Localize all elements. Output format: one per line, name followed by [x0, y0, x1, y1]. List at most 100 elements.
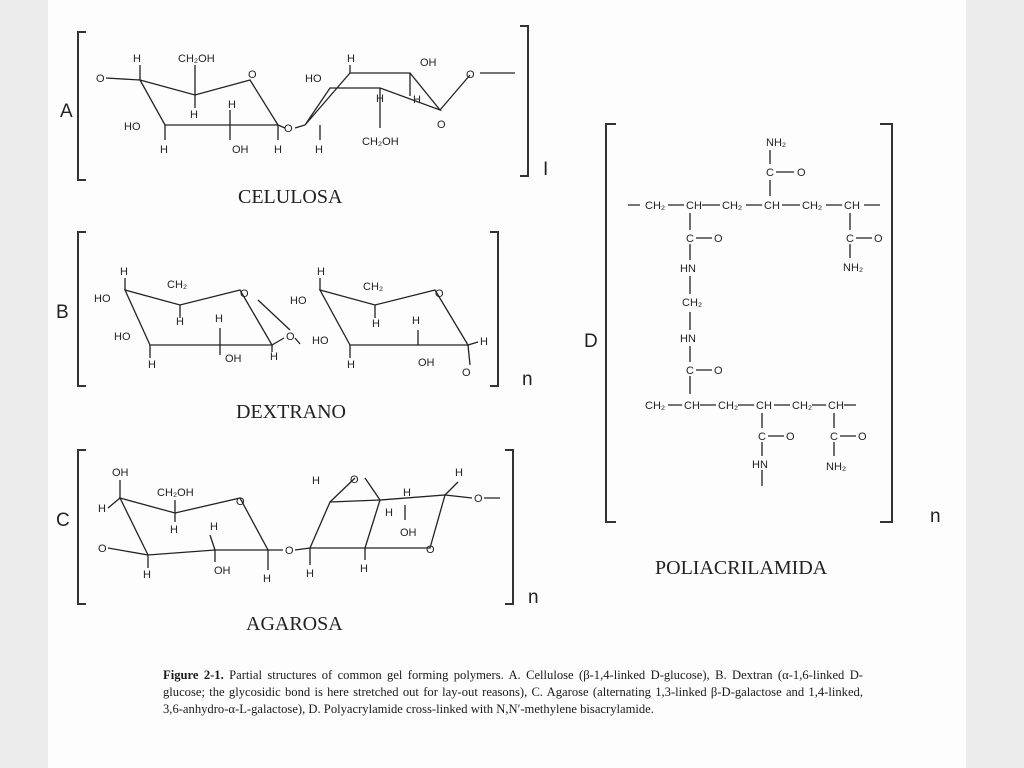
panel-letter-d: D	[584, 331, 598, 352]
figure-caption: Figure 2-1. Partial structures of common…	[163, 667, 863, 718]
oh-group: OH	[400, 527, 417, 539]
nh2-group: NH₂	[826, 461, 846, 473]
glycosidic-oxygen: O	[96, 73, 105, 85]
ch-group: CH	[828, 400, 844, 412]
ch2oh-group: CH₂OH	[157, 487, 194, 499]
atom-h: H	[347, 53, 355, 65]
bonds	[689, 213, 712, 394]
ch2oh-group: CH₂OH	[178, 53, 215, 65]
atom-h: H	[480, 336, 488, 348]
ch2-group: CH₂	[363, 281, 383, 293]
nh2-group: NH₂	[766, 137, 786, 149]
bracket-right	[880, 123, 893, 523]
dextran-structure: B n O H CH₂ HO H H HO H OH H O O H CH₂ H…	[56, 231, 533, 423]
panel-name-a: CELULOSA	[238, 186, 343, 208]
ch2-group: CH₂	[167, 279, 187, 291]
bonds	[319, 278, 479, 366]
oxygen: O	[858, 431, 867, 443]
ch-group: CH	[684, 400, 700, 412]
galactose-ring	[118, 496, 270, 556]
bonds	[761, 413, 856, 486]
oh-group: OH	[232, 144, 249, 156]
panel-name-c: AGAROSA	[246, 613, 343, 635]
ch2-group: CH₂	[722, 200, 742, 212]
oh-group: OH	[420, 57, 437, 69]
panel-letter-a: A	[60, 101, 73, 122]
ho-group: HO	[290, 295, 307, 307]
carbon: C	[766, 167, 774, 179]
carbon: C	[686, 365, 694, 377]
glycosidic-oxygen: O	[286, 331, 295, 343]
atom-h: H	[176, 316, 184, 328]
atom-h: H	[148, 359, 156, 371]
atom-h: H	[403, 487, 411, 499]
ch-group: CH	[764, 200, 780, 212]
atom-h: H	[360, 563, 368, 575]
oxygen: O	[797, 167, 806, 179]
glucose-ring	[318, 288, 470, 346]
atom-h: H	[190, 109, 198, 121]
ho-group: HO	[114, 331, 131, 343]
ch2-group: CH₂	[682, 297, 702, 309]
glycosidic-oxygen: O	[474, 493, 483, 505]
carbon: C	[686, 233, 694, 245]
bonds	[107, 480, 269, 570]
ring-oxygen: O	[462, 367, 471, 379]
ring-oxygen: O	[236, 496, 245, 508]
bonds	[139, 65, 279, 140]
ring-oxygen: O	[350, 474, 359, 486]
nh2-group: NH₂	[843, 262, 863, 274]
bonds	[319, 65, 515, 140]
ring-oxygen: O	[466, 69, 475, 81]
oh-group: OH	[112, 467, 129, 479]
atom-h: H	[372, 318, 380, 330]
atom-h: H	[143, 569, 151, 581]
atom-h: H	[160, 144, 168, 156]
ch2oh-group: CH₂OH	[362, 136, 399, 148]
atom-h: H	[263, 573, 271, 585]
atom-h: H	[274, 144, 282, 156]
glucose-ring	[123, 289, 274, 346]
repeat-subscript: n	[522, 369, 533, 390]
carbon: C	[846, 233, 854, 245]
ring-oxygen: O	[248, 69, 257, 81]
bracket-left	[77, 231, 86, 387]
cellulose-structure: A I O O H CH₂OH H H HO H OH H O O HO H O…	[60, 25, 548, 208]
oh-group: OH	[418, 357, 435, 369]
atom-h: H	[210, 521, 218, 533]
atom-h: H	[170, 524, 178, 536]
bonds	[769, 150, 794, 196]
ho-group: HO	[124, 121, 141, 133]
panel-letter-b: B	[56, 302, 69, 323]
bracket-left	[77, 449, 86, 605]
atom-h: H	[315, 144, 323, 156]
atom-h: H	[270, 351, 278, 363]
oxygen: O	[786, 431, 795, 443]
atom-h: H	[215, 313, 223, 325]
oxygen: O	[874, 233, 883, 245]
ch2-group: CH₂	[645, 200, 665, 212]
repeat-subscript: n	[528, 587, 539, 608]
ch2-group: CH₂	[792, 400, 812, 412]
atom-h: H	[228, 99, 236, 111]
bonds	[309, 481, 500, 565]
bracket-left	[77, 31, 86, 181]
bonds	[268, 547, 311, 551]
hn-group: HN	[752, 459, 768, 471]
caption-text: Partial structures of common gel forming…	[163, 668, 863, 716]
ho-group: HO	[94, 293, 111, 305]
atom-h: H	[120, 266, 128, 278]
bracket-right	[520, 25, 529, 177]
repeat-subscript: I	[543, 159, 548, 180]
ch-group: CH	[756, 400, 772, 412]
repeat-subscript: n	[930, 506, 941, 527]
atom-h: H	[133, 53, 141, 65]
glycosidic-oxygen: O	[284, 123, 293, 135]
caption-label: Figure 2-1.	[163, 668, 224, 682]
polyacrylamide-structure: D n NH₂ C O CH₂ CH CH₂ CH CH₂ CH C O NH₂…	[584, 123, 941, 579]
atom-h: H	[412, 315, 420, 327]
atom-h: H	[98, 503, 106, 515]
atom-h: H	[306, 568, 314, 580]
oxygen: O	[714, 365, 723, 377]
